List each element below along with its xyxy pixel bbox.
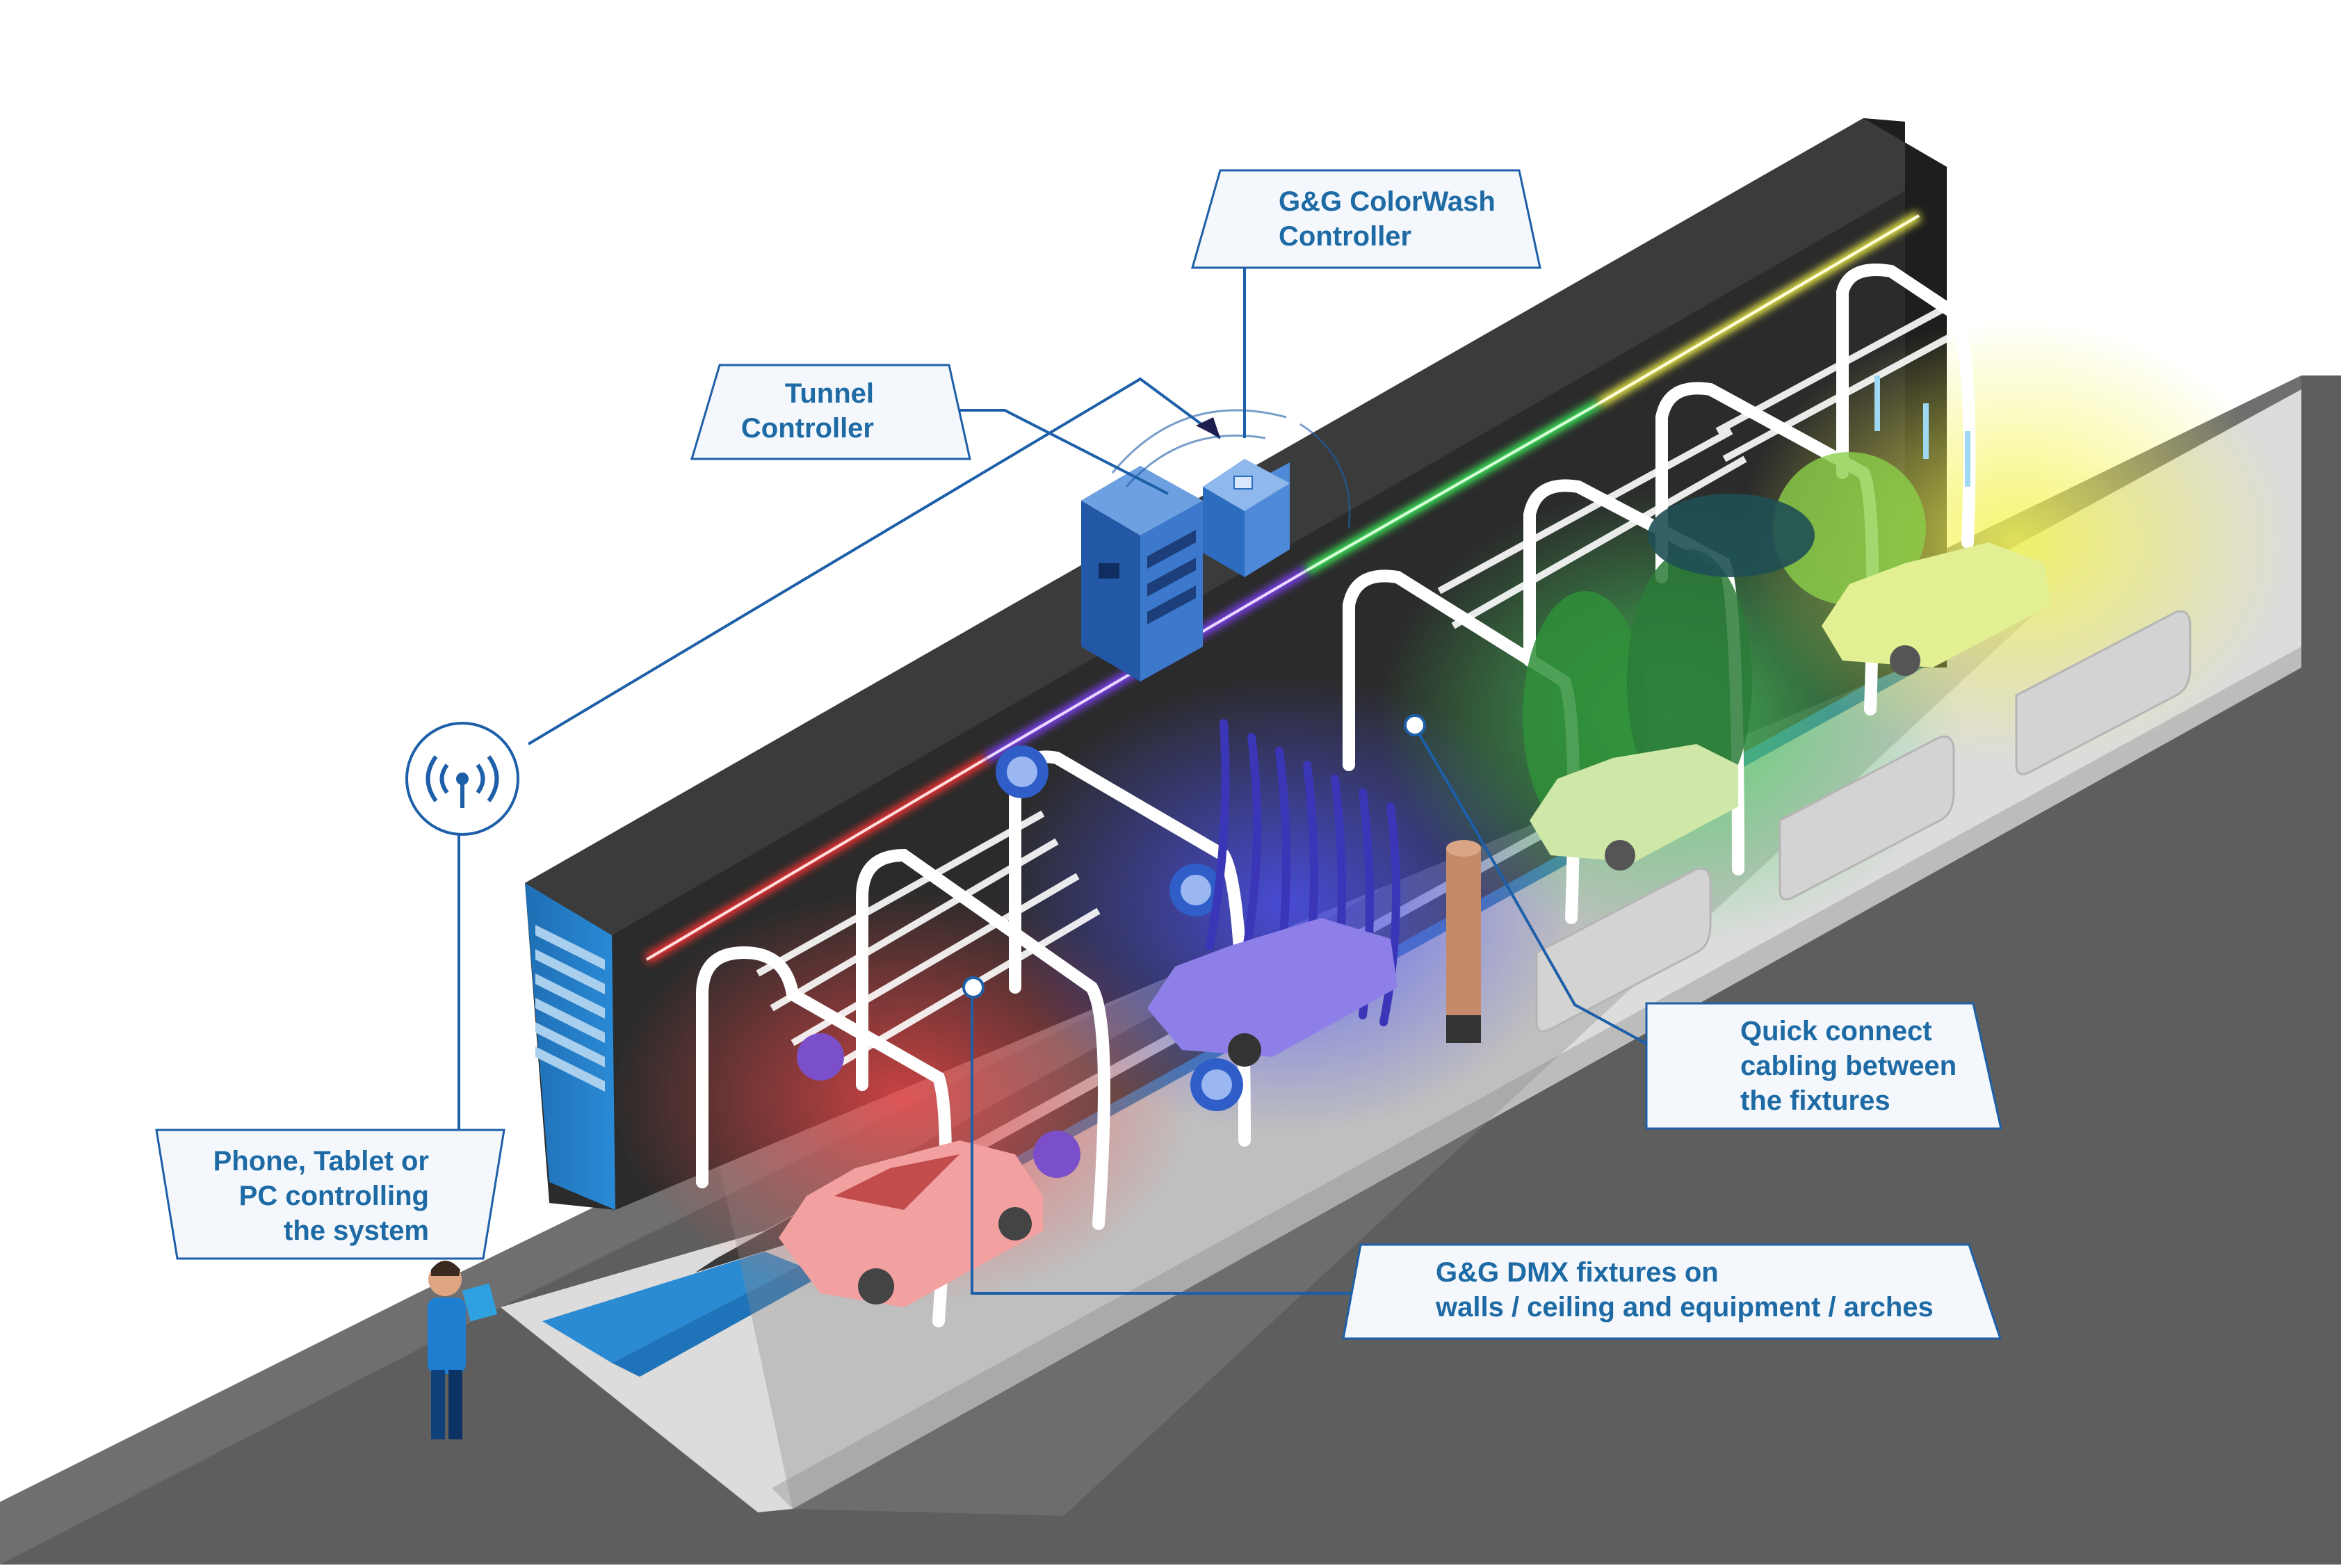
callout-tunnel-controller: Tunnel Controller — [690, 364, 973, 460]
spray-nozzles — [1874, 375, 1970, 487]
colorwash-controller-label: G&G ColorWash Controller — [1279, 186, 1496, 252]
pillar — [1446, 840, 1481, 1043]
callout-dmx-fixtures: G&G DMX fixtures on walls / ceiling and … — [1342, 1243, 2004, 1340]
tunnel-controller-cabinet — [1081, 466, 1203, 681]
callout-box — [1191, 169, 1541, 269]
colorwash-controller-box — [1203, 459, 1290, 577]
car-green — [1530, 744, 1738, 871]
wireless-signal-icon — [405, 722, 519, 836]
quick-connect-cabling-label: Quick connect cabling between the fixtur… — [1740, 1016, 1957, 1116]
arrow-icon — [1196, 417, 1220, 438]
callout-lines — [457, 229, 1697, 1295]
callout-box — [155, 1129, 505, 1260]
car-red — [779, 1140, 1043, 1307]
callout-quick-connect-cabling: Quick connect cabling between the fixtur… — [1645, 1002, 2004, 1130]
tunnel-controller-label: Tunnel Controller — [740, 378, 874, 444]
callout-phone-tablet-pc: Phone, Tablet or PC controlling the syst… — [155, 1129, 511, 1260]
callout-box — [1342, 1243, 2002, 1340]
dmx-fixtures-label: G&G DMX fixtures on walls / ceiling and … — [1436, 1257, 1934, 1323]
wall-light-strips — [644, 211, 1922, 964]
callout-box — [1645, 1002, 2002, 1130]
callout-colorwash-controller: G&G ColorWash Controller — [1191, 169, 1547, 269]
car-blue — [1147, 918, 1398, 1067]
side-panels — [1535, 610, 2192, 1033]
person-with-tablet-icon — [428, 1261, 498, 1439]
callout-box — [690, 364, 971, 460]
phone-tablet-pc-label: Phone, Tablet or PC controlling the syst… — [213, 1146, 429, 1246]
dryer-fixtures — [797, 745, 1243, 1178]
car-yellow — [1822, 542, 2051, 676]
